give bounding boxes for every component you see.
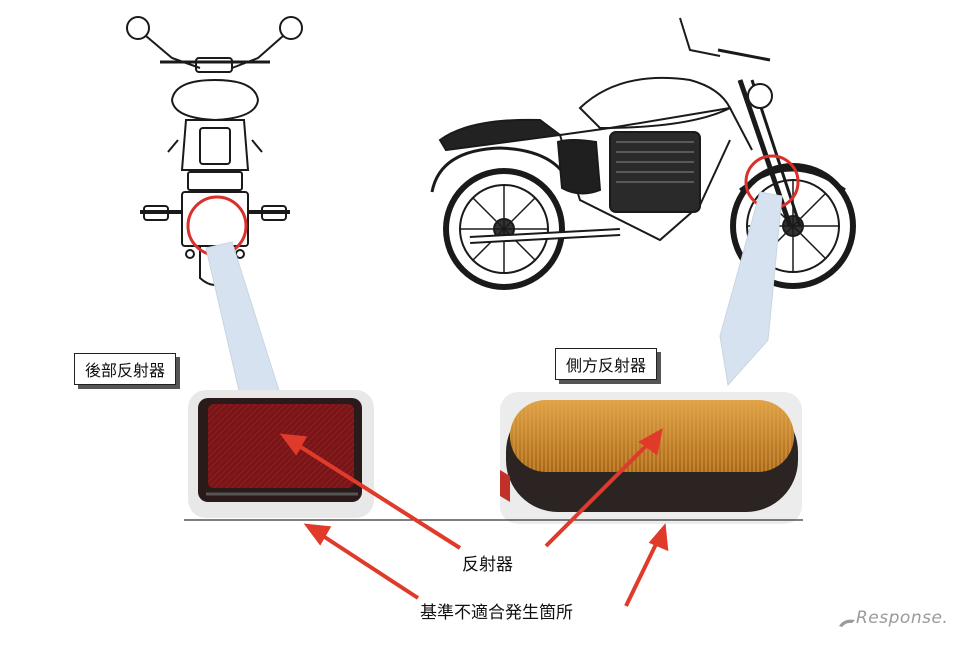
rear-callout-pointer <box>205 241 283 401</box>
side-reflector-photo <box>500 392 802 524</box>
rear-reflector-label: 後部反射器 <box>74 353 177 385</box>
arrow-reflector-to-side <box>544 440 652 548</box>
arrow-location-to-rear-base <box>318 532 420 600</box>
motorcycle-side-view <box>430 17 856 290</box>
rear-reflector-photo <box>188 390 374 518</box>
response-watermark: Response. <box>856 608 949 628</box>
side-reflector-label: 側方反射器 <box>555 348 658 380</box>
reflector-caption: 反射器 <box>462 555 513 575</box>
nonconforming-location-caption: 基準不適合発生箇所 <box>420 603 573 623</box>
motorcycle-rear-view <box>126 16 303 286</box>
arrow-location-to-side-base <box>624 539 660 607</box>
side-callout-pointer <box>719 191 783 387</box>
indicator-arrows <box>279 428 669 607</box>
arrow-reflector-to-rear <box>294 442 462 550</box>
response-logo-icon <box>838 614 856 627</box>
